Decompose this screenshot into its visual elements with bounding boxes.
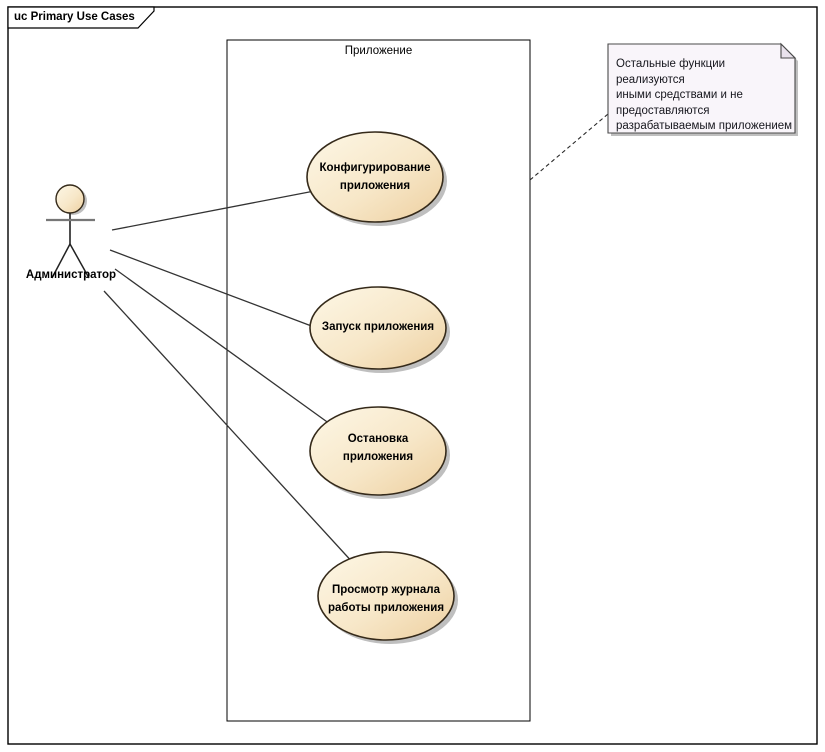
association-lines [103, 187, 356, 566]
use-case-stop-ellipse [309, 406, 447, 496]
use-case-configure-ellipse [306, 131, 444, 223]
note-line: Остальные функции реализуются [616, 58, 726, 86]
association-configure [111, 187, 331, 231]
note-line: иными средствами и не [616, 89, 743, 101]
frame-title: uc Primary Use Cases [14, 11, 135, 23]
system-boundary-label: Приложение [344, 45, 413, 57]
actor-figure [46, 184, 95, 279]
diagram-frame [7, 6, 818, 745]
actor-right-leg [69, 243, 90, 279]
actor-label: Администратор [25, 269, 117, 281]
note-line: разрабатываемым приложением [616, 120, 793, 132]
use-case-configure-label: Конфигурирование приложения [319, 162, 431, 192]
association-stop [114, 268, 331, 425]
frame-name-tab [7, 6, 155, 29]
use-case-start-ellipse [309, 286, 447, 370]
actor-head [55, 184, 85, 214]
use-case-stop-label: Остановка приложения [342, 433, 414, 463]
actor-left-leg [51, 243, 71, 279]
note-text: Остальные функции реализуются иными сред… [616, 57, 794, 135]
note-shape [607, 42, 798, 136]
use-case-ellipses [306, 131, 458, 644]
note-line: предоставляются [616, 104, 710, 117]
use-case-viewlog-label: Просмотр журнала работы приложения [327, 584, 445, 614]
note-fold-corner [780, 42, 797, 59]
use-case-viewlog-ellipse [317, 551, 455, 641]
association-start [109, 249, 331, 334]
note-body [607, 43, 796, 134]
association-viewlog [103, 290, 356, 566]
note-link-dashed [529, 113, 609, 181]
use-case-start-label: Запуск приложения [321, 321, 435, 333]
